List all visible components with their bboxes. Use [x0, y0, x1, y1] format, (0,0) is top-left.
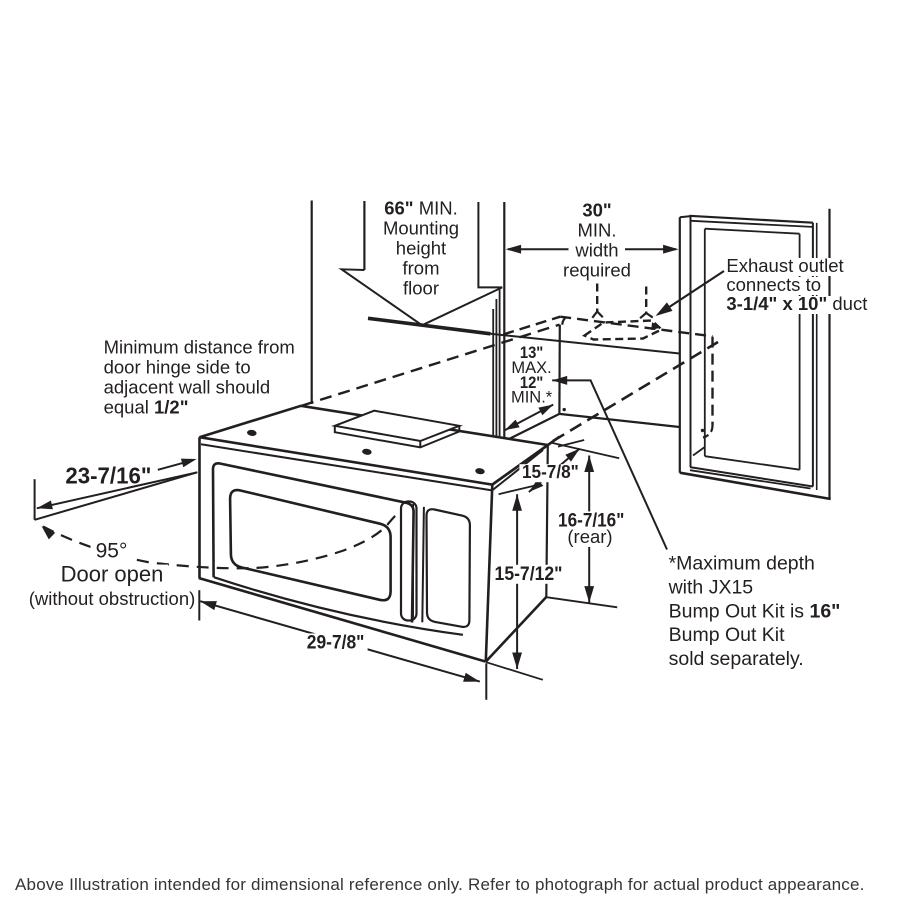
svg-text:15-7/8": 15-7/8" [522, 462, 579, 482]
svg-text:29-7/8": 29-7/8" [307, 631, 365, 653]
svg-text:30": 30" [582, 200, 611, 221]
svg-text:95°: 95° [96, 539, 128, 562]
svg-text:15-7/12": 15-7/12" [495, 564, 563, 585]
svg-text:floor: floor [403, 277, 439, 298]
svg-text:Above Illustration intended fo: Above Illustration intended for dimensio… [15, 875, 865, 894]
svg-text:3-1/4" x 10" duct: 3-1/4" x 10" duct [726, 293, 867, 314]
svg-text:MAX.: MAX. [511, 359, 551, 377]
svg-text:Minimum distance from: Minimum distance from [104, 337, 295, 358]
svg-text:Mounting: Mounting [383, 217, 459, 238]
svg-text:Bump Out Kit is 16": Bump Out Kit is 16" [669, 601, 841, 623]
svg-text:Bump Out Kit: Bump Out Kit [669, 624, 786, 646]
svg-text:from: from [403, 257, 440, 278]
svg-text:door hinge side to: door hinge side to [104, 357, 251, 378]
svg-text:adjacent wall should: adjacent wall should [104, 377, 271, 398]
svg-text:equal 1/2": equal 1/2" [104, 397, 189, 418]
svg-text:width: width [574, 240, 618, 261]
svg-text:MIN.: MIN. [577, 220, 616, 241]
svg-text:66" MIN.: 66" MIN. [384, 197, 458, 218]
svg-text:(without obstruction): (without obstruction) [29, 588, 196, 609]
svg-text:Door open: Door open [61, 562, 164, 587]
svg-text:*Maximum depth: *Maximum depth [669, 553, 815, 575]
svg-text:connects to: connects to [726, 274, 821, 295]
svg-text:height: height [396, 237, 446, 258]
svg-text:sold separately.: sold separately. [669, 648, 804, 670]
svg-text:with JX15: with JX15 [668, 577, 754, 599]
svg-text:23-7/16": 23-7/16" [65, 463, 151, 489]
svg-text:(rear): (rear) [567, 526, 612, 547]
svg-text:MIN.*: MIN.* [511, 389, 553, 407]
svg-text:16-7/16": 16-7/16" [558, 510, 624, 531]
svg-text:Exhaust outlet: Exhaust outlet [726, 255, 843, 276]
svg-text:12": 12" [520, 373, 544, 392]
svg-text:13": 13" [520, 343, 544, 362]
svg-text:required: required [563, 259, 631, 280]
